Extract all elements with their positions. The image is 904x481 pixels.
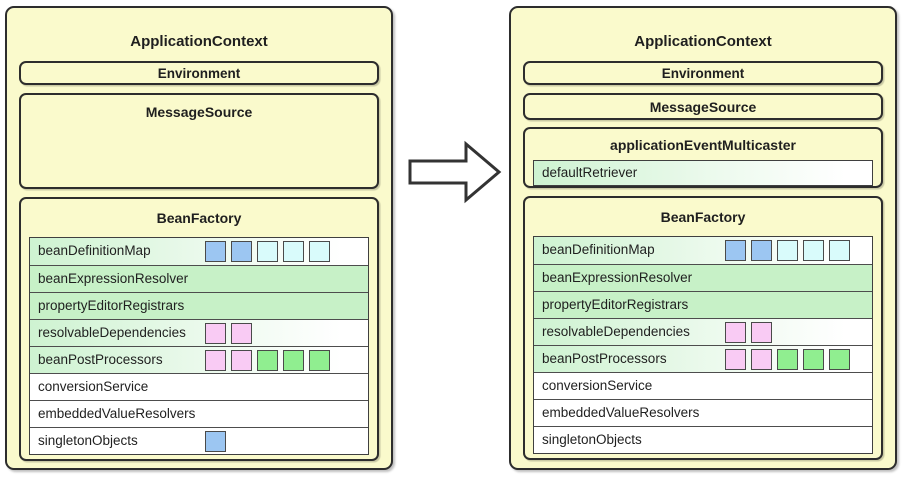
bean-squares <box>205 350 330 371</box>
environment-box: Environment <box>523 61 883 85</box>
table-row: embeddedValueResolvers <box>534 399 872 426</box>
bean-factory-table: beanDefinitionMap beanExpressionResolver… <box>29 237 369 455</box>
row-label: beanDefinitionMap <box>542 242 655 257</box>
bean-factory-box: BeanFactory beanDefinitionMap beanExpres… <box>523 196 883 460</box>
green-bean-square <box>257 350 278 371</box>
row-label: resolvableDependencies <box>542 324 690 339</box>
green-bean-square <box>283 350 304 371</box>
blue-bean-square <box>725 240 746 261</box>
row-label: conversionService <box>38 379 149 394</box>
row-label: beanExpressionResolver <box>542 270 693 285</box>
message-source-label: MessageSource <box>649 99 757 115</box>
table-row: propertyEditorRegistrars <box>30 292 368 319</box>
bean-factory-box: BeanFactory beanDefinitionMap beanExpres… <box>19 197 379 461</box>
row-label: resolvableDependencies <box>38 325 186 340</box>
green-bean-square <box>777 349 798 370</box>
table-row: conversionService <box>30 373 368 400</box>
application-context-after: ApplicationContext Environment MessageSo… <box>509 6 897 470</box>
cyan-bean-square <box>777 240 798 261</box>
blue-bean-square <box>205 431 226 452</box>
table-row: propertyEditorRegistrars <box>534 291 872 318</box>
default-retriever-row: defaultRetriever <box>533 160 873 186</box>
cyan-bean-square <box>257 241 278 262</box>
message-source-box: MessageSource <box>19 93 379 189</box>
table-row: conversionService <box>534 372 872 399</box>
table-row: embeddedValueResolvers <box>30 400 368 427</box>
diagram-title: ApplicationContext <box>634 33 772 50</box>
pink-bean-square <box>231 350 252 371</box>
bean-squares <box>205 431 226 452</box>
table-row: beanExpressionResolver <box>534 264 872 291</box>
message-source-label: MessageSource <box>145 104 253 120</box>
green-bean-square <box>309 350 330 371</box>
cyan-bean-square <box>309 241 330 262</box>
table-row: singletonObjects <box>534 426 872 453</box>
bean-squares <box>725 322 772 343</box>
diagram-title: ApplicationContext <box>130 33 268 50</box>
cyan-bean-square <box>283 241 304 262</box>
cyan-bean-square <box>829 240 850 261</box>
event-multicaster-title: applicationEventMulticaster <box>610 137 796 153</box>
table-row: beanExpressionResolver <box>30 265 368 292</box>
pink-bean-square <box>205 323 226 344</box>
row-label: singletonObjects <box>542 432 642 447</box>
cyan-bean-square <box>803 240 824 261</box>
bean-squares <box>205 323 252 344</box>
message-source-box: MessageSource <box>523 93 883 120</box>
row-label: defaultRetriever <box>542 165 638 180</box>
transform-arrow-icon <box>407 140 502 204</box>
blue-bean-square <box>231 241 252 262</box>
green-bean-square <box>803 349 824 370</box>
row-label: singletonObjects <box>38 433 138 448</box>
row-label: beanPostProcessors <box>542 351 667 366</box>
row-label: beanPostProcessors <box>38 352 163 367</box>
green-bean-square <box>829 349 850 370</box>
row-label: embeddedValueResolvers <box>38 406 196 421</box>
row-label: beanDefinitionMap <box>38 243 151 258</box>
bean-factory-title: BeanFactory <box>660 209 746 225</box>
application-event-multicaster-box: applicationEventMulticaster defaultRetri… <box>523 127 883 188</box>
environment-box: Environment <box>19 61 379 85</box>
pink-bean-square <box>725 349 746 370</box>
blue-bean-square <box>205 241 226 262</box>
pink-bean-square <box>751 322 772 343</box>
application-context-before: ApplicationContext Environment MessageSo… <box>5 6 393 470</box>
bean-factory-table: beanDefinitionMap beanExpressionResolver… <box>533 236 873 454</box>
row-label: propertyEditorRegistrars <box>38 298 185 313</box>
table-row: beanDefinitionMap <box>30 238 368 265</box>
row-label: conversionService <box>542 378 653 393</box>
bean-squares <box>725 349 850 370</box>
bean-squares <box>205 241 330 262</box>
blue-bean-square <box>751 240 772 261</box>
pink-bean-square <box>205 350 226 371</box>
row-label: propertyEditorRegistrars <box>542 297 689 312</box>
table-row: beanPostProcessors <box>534 345 872 372</box>
table-row: singletonObjects <box>30 427 368 454</box>
table-row: beanPostProcessors <box>30 346 368 373</box>
pink-bean-square <box>231 323 252 344</box>
row-label: embeddedValueResolvers <box>542 405 700 420</box>
pink-bean-square <box>751 349 772 370</box>
bean-squares <box>725 240 850 261</box>
row-label: beanExpressionResolver <box>38 271 189 286</box>
bean-factory-title: BeanFactory <box>156 210 242 226</box>
table-row: resolvableDependencies <box>534 318 872 345</box>
table-row: beanDefinitionMap <box>534 237 872 264</box>
pink-bean-square <box>725 322 746 343</box>
table-row: resolvableDependencies <box>30 319 368 346</box>
